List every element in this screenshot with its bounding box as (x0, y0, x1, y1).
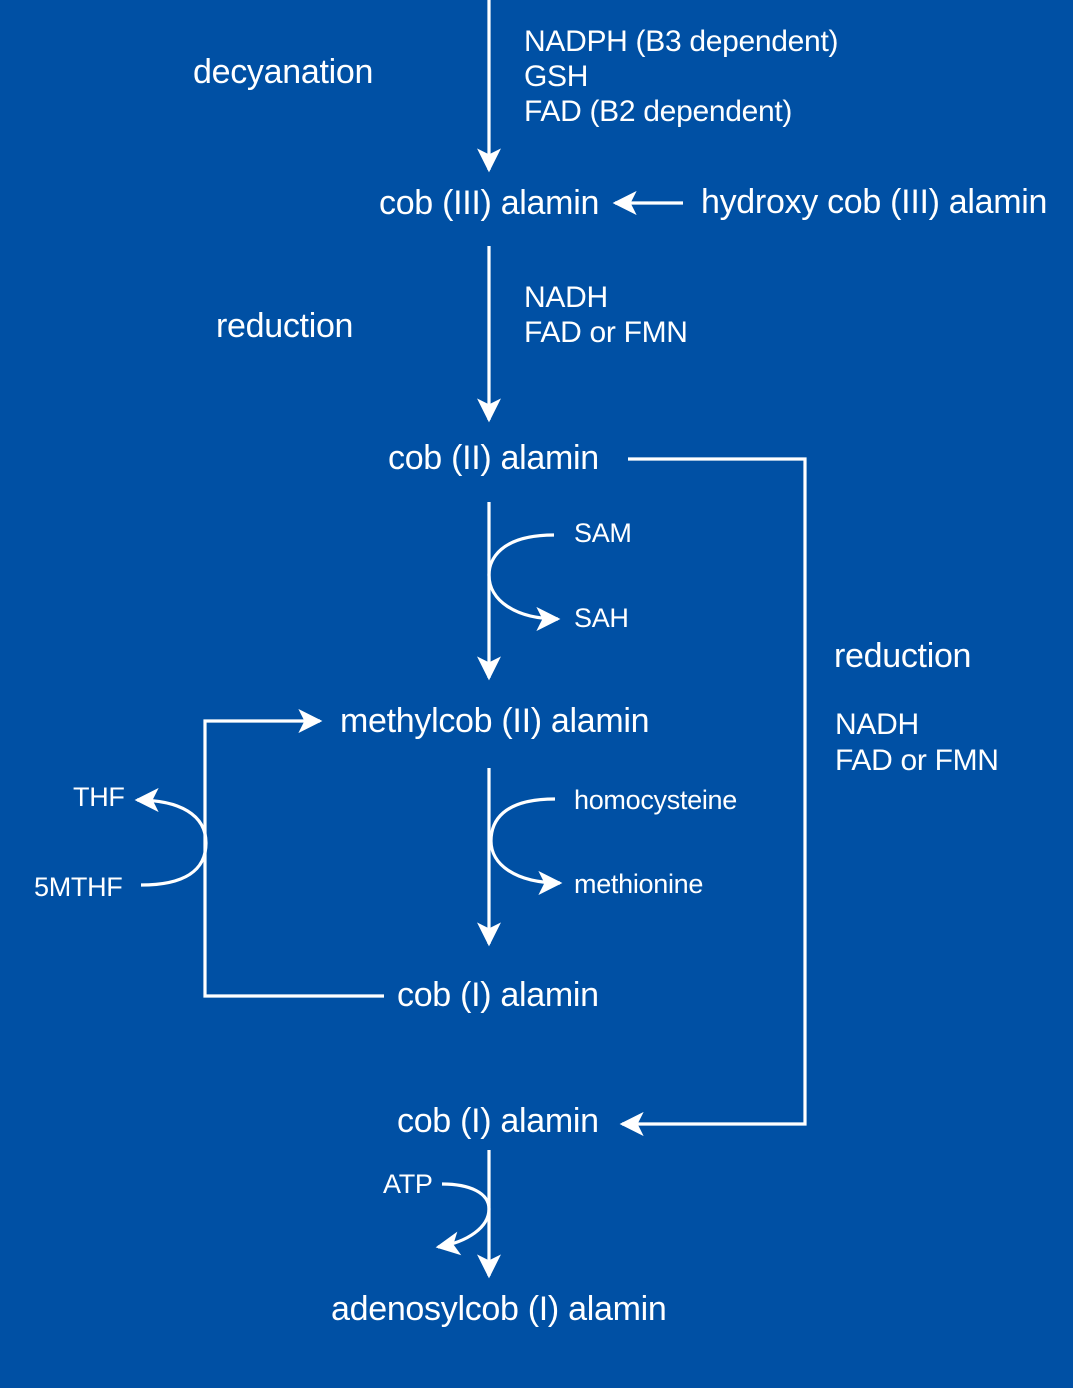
compound-cob-iii-alamin: cob (III) alamin (379, 184, 600, 222)
step-reduction-1: reduction (216, 307, 354, 345)
step-reduction-2: reduction (834, 637, 972, 675)
label-sam: SAM (574, 518, 632, 548)
loop-cob-i-to-methylcob (203, 709, 384, 998)
step-decyanation: decyanation (193, 53, 374, 91)
cofactor-fad-fmn-2: FAD or FMN (835, 744, 999, 777)
compound-cob-i-alamin-left: cob (I) alamin (397, 976, 599, 1014)
curve-atp (435, 1182, 491, 1256)
cofactor-nadh-2: NADH (835, 708, 919, 741)
label-atp: ATP (383, 1169, 433, 1199)
cofactor-fad-fmn-1: FAD or FMN (524, 316, 688, 349)
cofactor-gsh: GSH (524, 60, 589, 93)
cofactor-nadph: NADPH (B3 dependent) (524, 25, 839, 58)
cofactor-fad-b2: FAD (B2 dependent) (524, 95, 793, 128)
curve-sam-to-sah (487, 533, 561, 631)
loop-cob-ii-reduction (619, 457, 807, 1136)
label-thf: THF (73, 782, 125, 812)
cofactor-nadh-1: NADH (524, 281, 608, 314)
label-sah: SAH (574, 603, 629, 633)
compound-hydroxy-cob-iii-alamin: hydroxy cob (III) alamin (701, 183, 1048, 221)
compound-adenosylcob-i-alamin: adenosylcob (I) alamin (331, 1290, 667, 1328)
compound-methylcob-ii-alamin: methylcob (II) alamin (340, 702, 650, 740)
compound-cob-ii-alamin: cob (II) alamin (388, 439, 599, 477)
label-methionine: methionine (574, 869, 704, 899)
label-5mthf: 5MTHF (34, 872, 123, 902)
curve-5mthf-to-thf (134, 788, 208, 887)
label-homocysteine: homocysteine (574, 785, 737, 815)
curve-homocysteine-to-methionine (489, 797, 563, 895)
compound-cob-i-alamin-right: cob (I) alamin (397, 1102, 599, 1140)
